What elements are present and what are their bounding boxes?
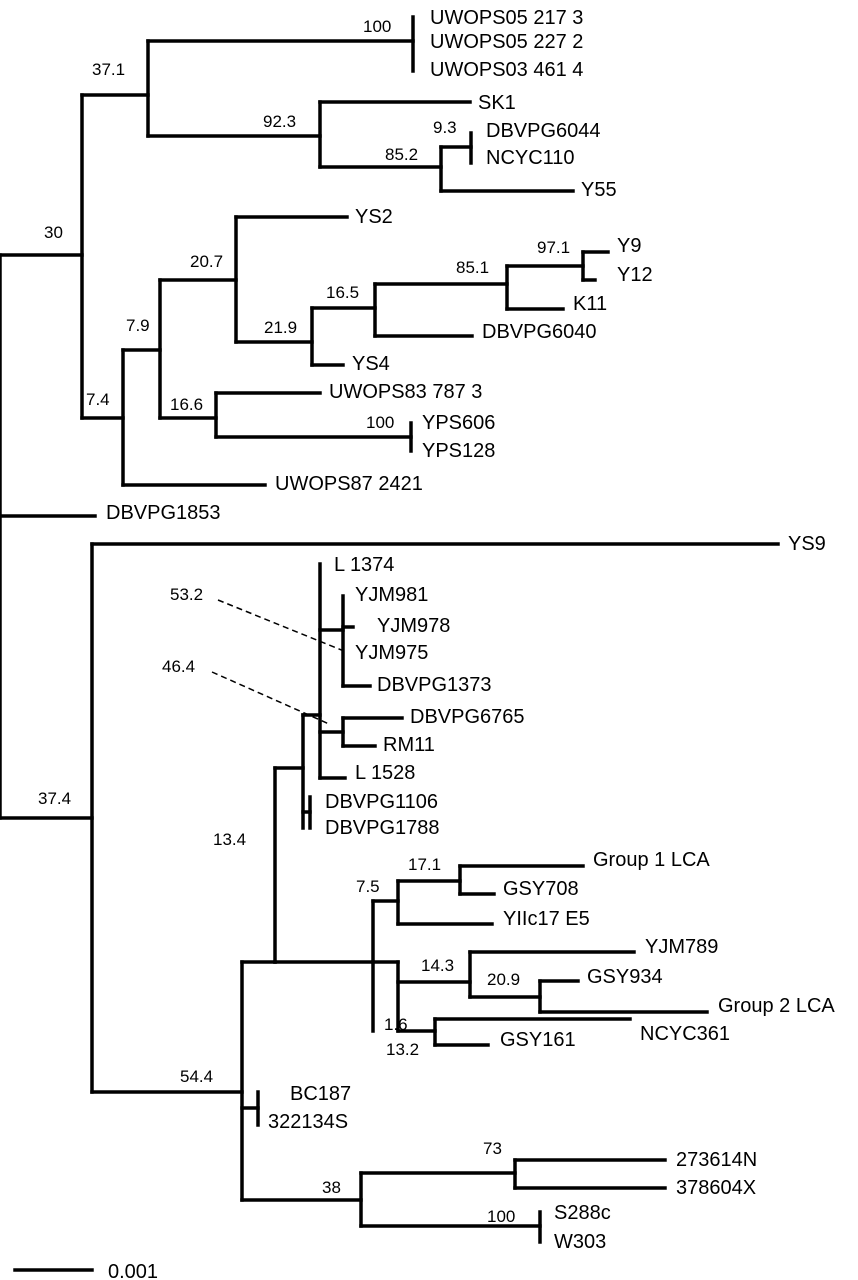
tip-dbvpg1853: DBVPG1853 [106, 502, 221, 524]
support-top-clade: 30 [44, 223, 63, 242]
support-values: 100 37.1 92.3 9.3 85.2 30 20.7 97.1 85.1… [38, 17, 570, 1226]
support-sk1-clade: 92.3 [263, 112, 296, 131]
tip-l1374: L 1374 [334, 554, 394, 576]
support-y9-y12: 97.1 [537, 238, 570, 257]
support-mid-clade: 7.9 [126, 316, 150, 335]
support-group1-clade: 7.5 [356, 877, 380, 896]
support-k11-dbvpg6040: 16.5 [326, 283, 359, 302]
support-lower-mid: 1.6 [384, 1015, 408, 1034]
tip-dbvpg1788: DBVPG1788 [325, 817, 440, 839]
tip-dbvpg6040: DBVPG6040 [482, 321, 597, 343]
support-bc187-clade: 54.4 [180, 1067, 213, 1086]
tip-uwops03-461-4: UWOPS03 461 4 [430, 59, 583, 81]
support-upper-clade: 37.1 [92, 60, 125, 79]
tip-gsy161: GSY161 [500, 1029, 576, 1051]
tip-dbvpg1106: DBVPG1106 [325, 791, 438, 813]
tip-sk1: SK1 [478, 92, 516, 114]
tip-dbvpg1373: DBVPG1373 [377, 674, 492, 696]
support-uwops87-clade: 7.4 [86, 390, 110, 409]
support-uwops-clade: 100 [363, 17, 391, 36]
tree-branches [0, 15, 780, 1272]
support-ncyc-y55: 85.2 [385, 145, 418, 164]
tip-yps606: YPS606 [422, 412, 495, 434]
tip-uwops05-227-2: UWOPS05 227 2 [430, 31, 583, 53]
leader-46-4 [211, 671, 330, 725]
tip-ys4: YS4 [352, 353, 390, 375]
tip-s288c: S288c [554, 1202, 611, 1224]
tip-322134s: 322134S [268, 1111, 348, 1133]
support-s288c-w303: 100 [487, 1207, 515, 1226]
tip-ncyc361: NCYC361 [640, 1023, 730, 1045]
support-ys4-clade: 21.9 [264, 318, 297, 337]
tip-group1-lca: Group 1 LCA [593, 849, 710, 871]
support-yps-clade: 100 [366, 413, 394, 432]
tip-bc187: BC187 [290, 1083, 351, 1105]
support-gsy161-clade: 13.2 [386, 1040, 419, 1059]
tip-yjm981: YJM981 [355, 584, 428, 606]
tip-ys9: YS9 [788, 533, 826, 555]
support-node-53-2: 53.2 [170, 585, 203, 604]
tip-273614n: 273614N [676, 1149, 757, 1171]
support-ys2-clade: 20.7 [190, 252, 223, 271]
tip-group2-lca: Group 2 LCA [718, 995, 835, 1017]
tip-378604x: 378604X [676, 1177, 756, 1199]
support-273614n-378604x: 73 [483, 1139, 502, 1158]
tip-gsy934: GSY934 [587, 966, 663, 988]
tip-dbvpg6765: DBVPG6765 [410, 706, 525, 728]
tip-y9: Y9 [617, 235, 641, 257]
tip-yps128: YPS128 [422, 440, 495, 462]
tip-l1528: L 1528 [355, 762, 415, 784]
support-uwops83-clade: 16.6 [170, 395, 203, 414]
tip-yiic17-e5: YIIc17 E5 [503, 908, 590, 930]
tip-yjm975: YJM975 [355, 642, 428, 664]
support-gsy934-group2: 20.9 [487, 970, 520, 989]
tip-gsy708: GSY708 [503, 878, 579, 900]
tip-yjm789: YJM789 [645, 936, 718, 958]
support-wine-clade: 13.4 [213, 830, 246, 849]
support-yjm789-clade: 14.3 [421, 956, 454, 975]
tip-labels: UWOPS05 217 3 UWOPS05 227 2 UWOPS03 461 … [106, 7, 835, 1253]
tip-w303: W303 [554, 1231, 606, 1253]
support-dbvpg6044-ncyc110: 9.3 [433, 118, 457, 137]
tip-y12: Y12 [617, 264, 653, 286]
tip-uwops83-787-3: UWOPS83 787 3 [329, 381, 482, 403]
tip-ncyc110: NCYC110 [486, 147, 575, 169]
tip-dbvpg6044: DBVPG6044 [486, 120, 601, 142]
tip-rm11: RM11 [383, 734, 435, 756]
support-bottom-clade: 37.4 [38, 789, 71, 808]
tip-ys2: YS2 [355, 206, 393, 228]
tip-yjm978: YJM978 [377, 615, 450, 637]
tip-k11: K11 [573, 293, 607, 315]
leader-53-2 [217, 599, 345, 652]
tip-uwops05-217-3: UWOPS05 217 3 [430, 7, 583, 29]
support-lab-clade: 38 [322, 1178, 341, 1197]
support-y9-k11: 85.1 [456, 258, 489, 277]
support-group1-gsy708: 17.1 [408, 855, 441, 874]
support-node-46-4: 46.4 [162, 657, 195, 676]
tip-uwops87-2421: UWOPS87 2421 [275, 473, 423, 495]
tip-y55: Y55 [581, 179, 617, 201]
scale-bar-label: 0.001 [108, 1261, 158, 1280]
